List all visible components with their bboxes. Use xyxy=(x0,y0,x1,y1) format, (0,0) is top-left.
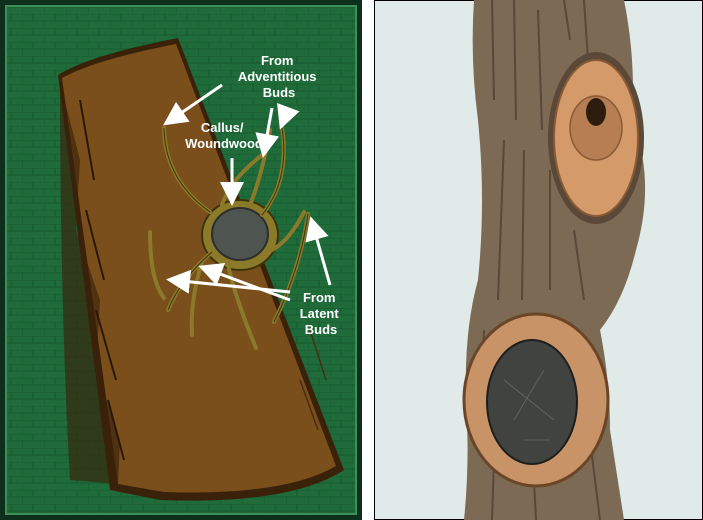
diagram-canvas: From Adventitious Buds Callus/ Woundwood… xyxy=(0,0,362,520)
labeled-diagram: From Adventitious Buds Callus/ Woundwood… xyxy=(0,0,362,520)
trunk-illustration xyxy=(374,0,703,520)
upper-wound-knot xyxy=(548,52,644,224)
label-latent-buds: From Latent Buds xyxy=(300,290,343,337)
lower-wound xyxy=(464,314,608,486)
illustration-canvas xyxy=(374,0,703,520)
